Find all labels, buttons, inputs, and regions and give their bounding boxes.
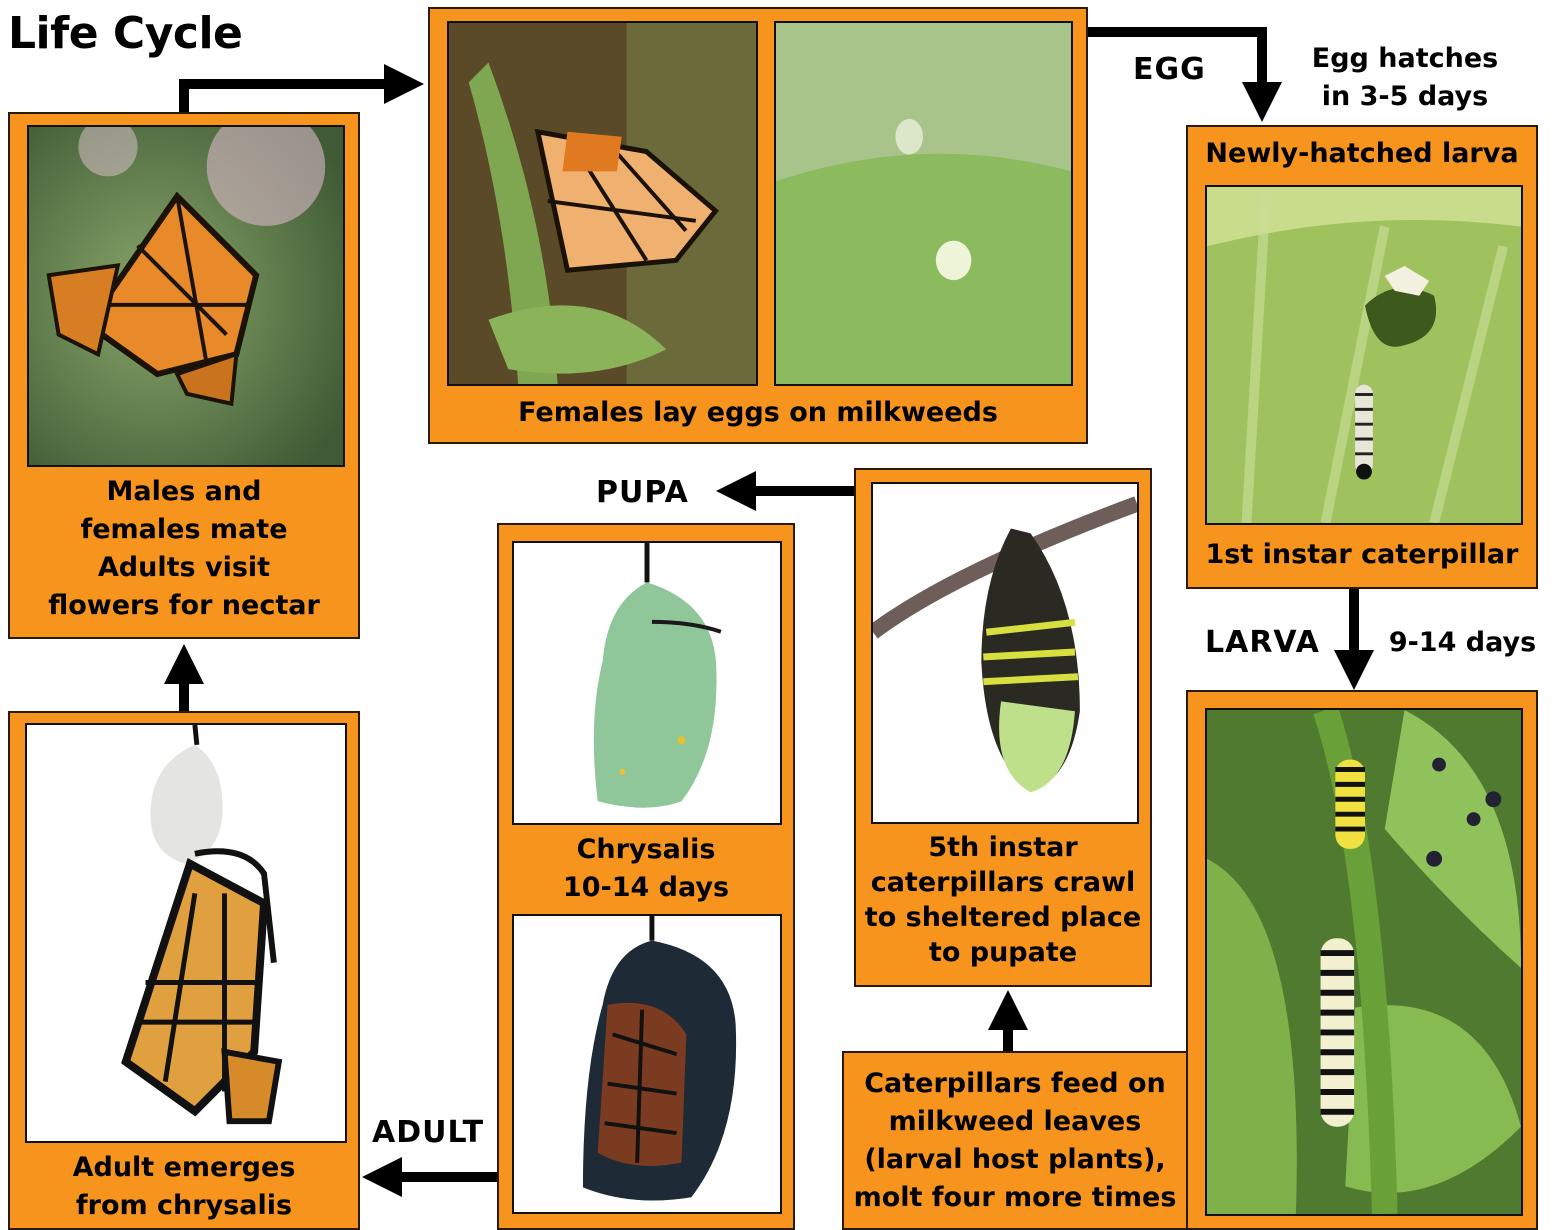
stage-label-egg: EGG xyxy=(1133,52,1206,87)
panel-chrysalis: Chrysalis 10-14 days xyxy=(497,523,795,1230)
stage-label-larva: LARVA xyxy=(1205,625,1320,660)
caption-fifth-instar: 5th instar caterpillars crawl to shelter… xyxy=(856,830,1150,970)
stage-label-adult: ADULT xyxy=(372,1115,484,1150)
photo-female-on-milkweed xyxy=(447,21,758,386)
caption-feeding: Caterpillars feed on milkweed leaves (la… xyxy=(844,1065,1186,1217)
photo-first-instar xyxy=(1205,185,1523,525)
caption-first-instar: 1st instar caterpillar xyxy=(1188,536,1536,574)
caption-emerge: Adult emerges from chrysalis xyxy=(10,1149,358,1225)
photo-green-chrysalis xyxy=(512,541,782,825)
panel-feeding-photo xyxy=(1186,690,1538,1230)
arrow-mating-to-eggs xyxy=(184,84,392,112)
panel-fifth-instar: 5th instar caterpillars crawl to shelter… xyxy=(854,468,1152,987)
photo-mating-butterflies xyxy=(27,125,345,467)
caption-mating: Males and females mate Adults visit flow… xyxy=(10,473,358,625)
caption-eggs: Females lay eggs on milkweeds xyxy=(430,394,1086,432)
photo-pre-pupa xyxy=(871,482,1139,824)
panel-newly-hatched: Newly-hatched larva 1st instar caterpill… xyxy=(1186,125,1538,589)
panel-mating: Males and females mate Adults visit flow… xyxy=(8,112,360,639)
photo-emerging-adult xyxy=(25,723,347,1143)
note-egg-hatches: Egg hatches in 3-5 days xyxy=(1300,40,1510,116)
photo-caterpillars-on-milkweed xyxy=(1205,708,1523,1216)
photo-dark-chrysalis xyxy=(512,914,782,1214)
stage-label-pupa: PUPA xyxy=(596,475,689,510)
note-larva-duration: 9-14 days xyxy=(1385,624,1540,662)
caption-chrysalis: Chrysalis 10-14 days xyxy=(499,831,793,907)
header-newly-hatched: Newly-hatched larva xyxy=(1188,135,1536,173)
panel-adult-emerges: Adult emerges from chrysalis xyxy=(8,711,360,1230)
photo-egg-on-leaf xyxy=(774,21,1073,386)
page-title: Life Cycle xyxy=(8,8,242,59)
panel-feeding-text: Caterpillars feed on milkweed leaves (la… xyxy=(842,1051,1188,1230)
panel-eggs: Females lay eggs on milkweeds xyxy=(428,7,1088,444)
